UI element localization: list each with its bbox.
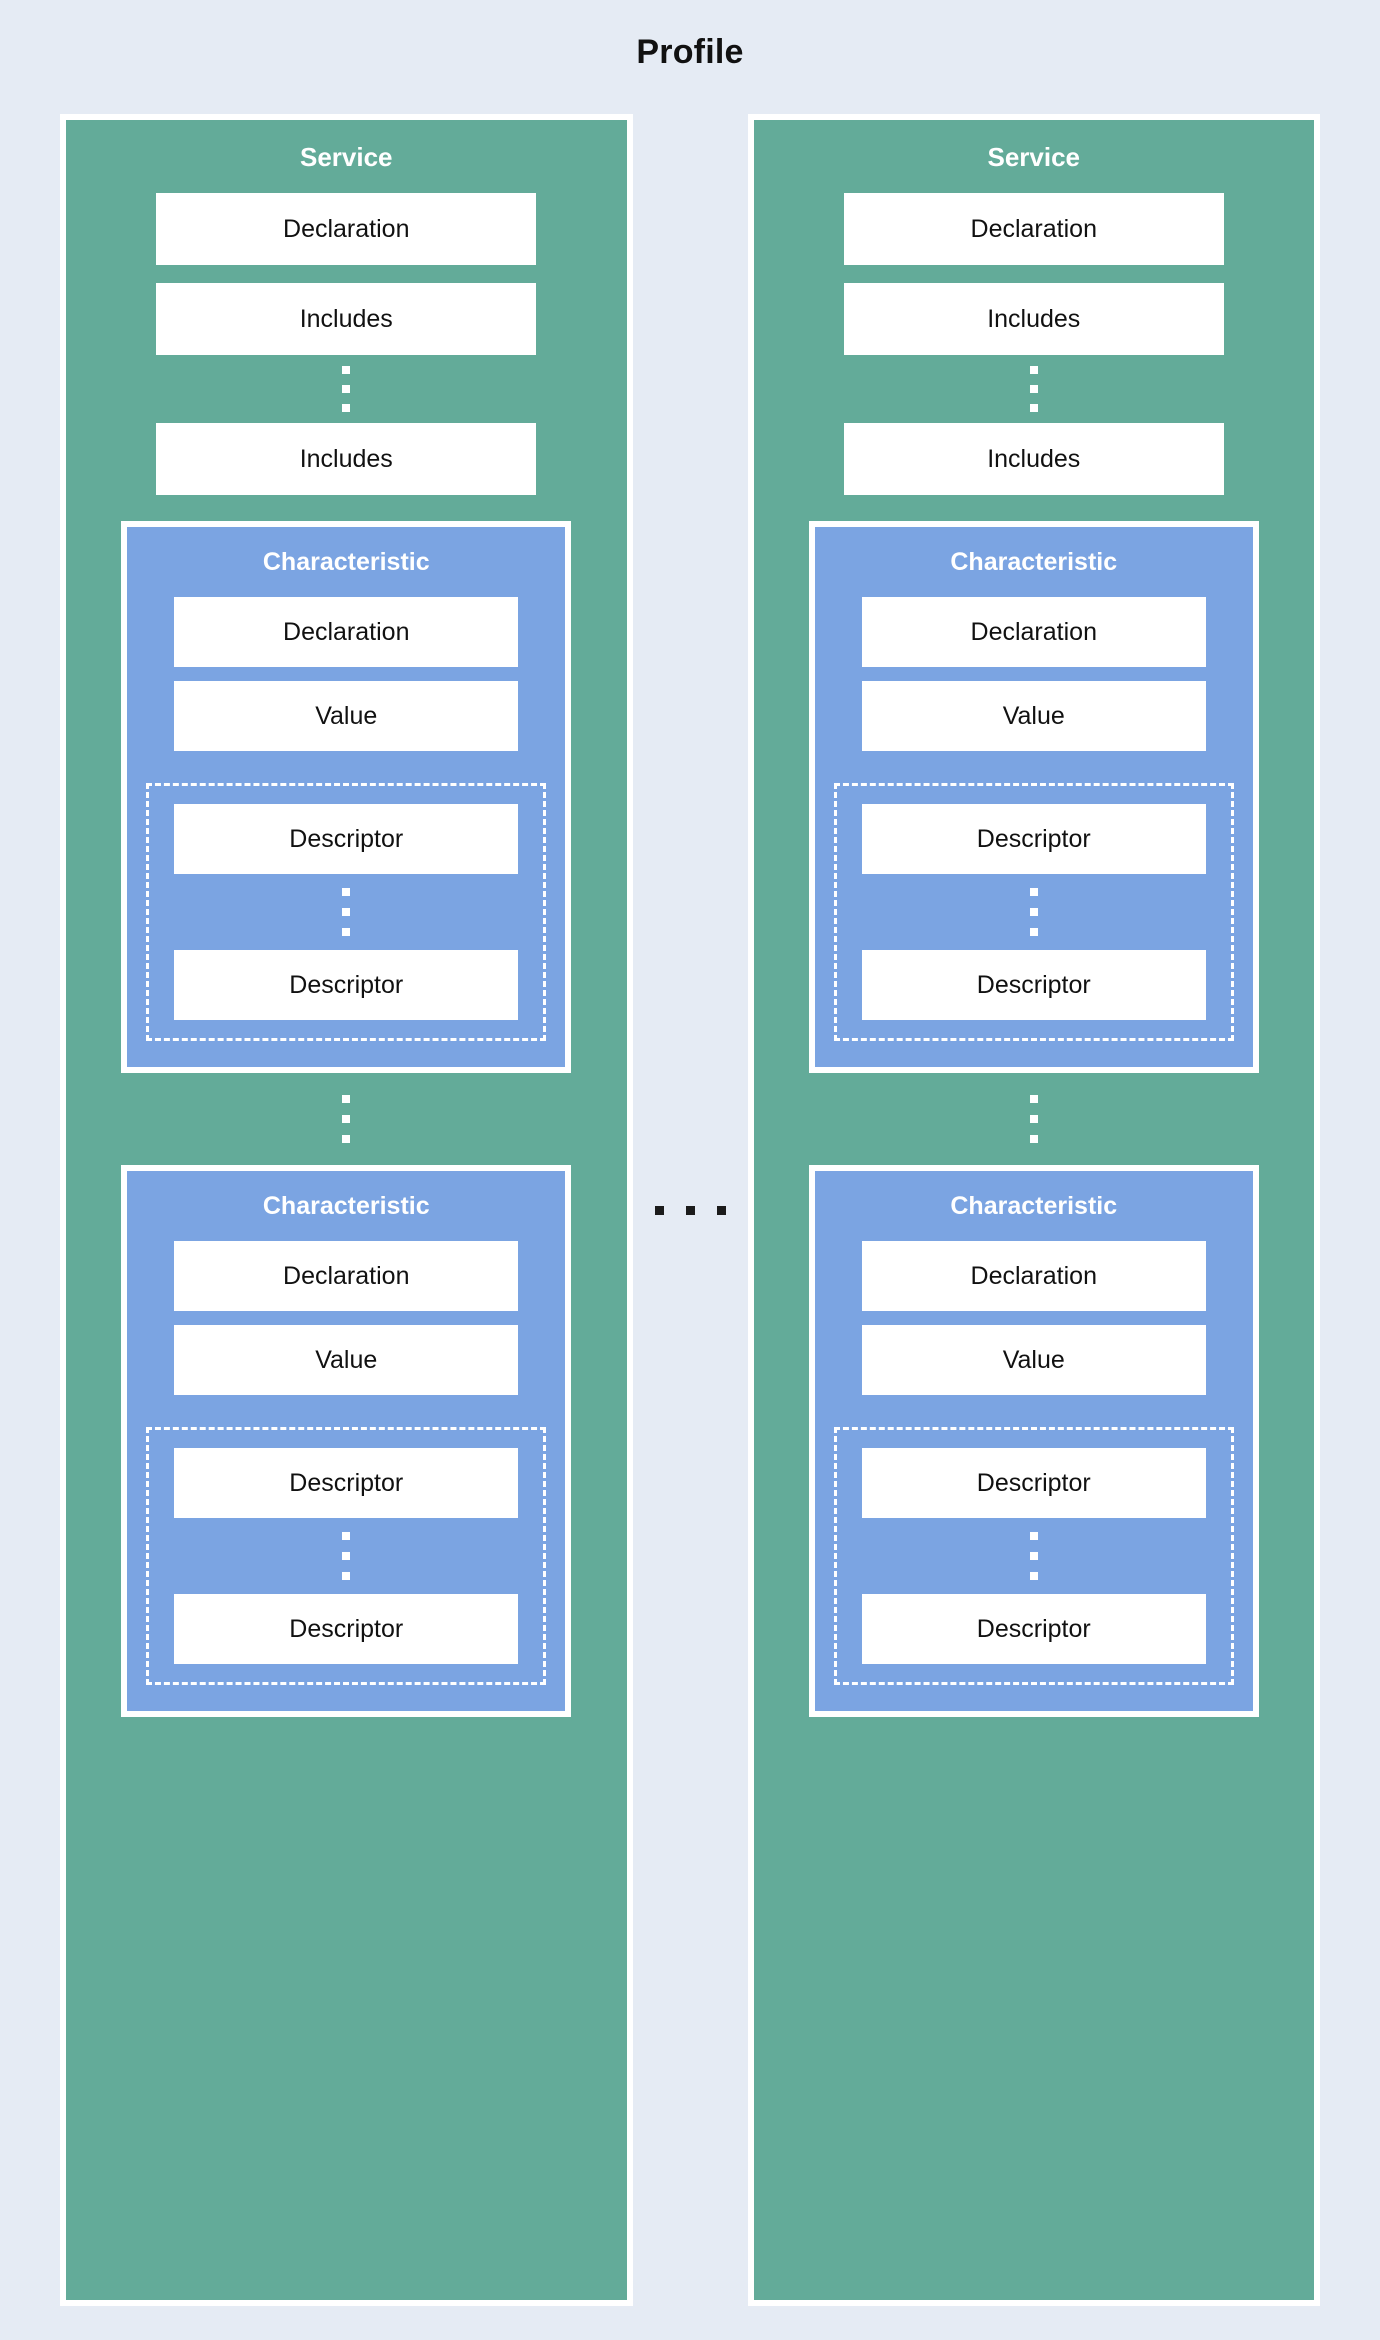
ellipsis-dot <box>1029 404 1038 413</box>
ellipsis-dot <box>342 928 351 937</box>
services-horizontal-ellipsis <box>654 1205 726 1215</box>
ellipsis-dot <box>1029 928 1038 937</box>
service-includes-row: Includes <box>843 283 1224 356</box>
service-includes-row-last: Includes <box>156 423 537 496</box>
ellipsis-dot <box>654 1205 664 1215</box>
ellipsis-dot <box>342 1095 351 1104</box>
descriptor-row: Descriptor <box>174 1448 519 1519</box>
descriptor-row: Descriptor <box>861 804 1206 875</box>
characteristic-declaration-row: Declaration <box>861 597 1206 668</box>
characteristic-block-2: Characteristic Declaration Value Descrip… <box>121 1165 572 1718</box>
service-includes-row-last: Includes <box>843 423 1224 496</box>
ellipsis-dot <box>342 1552 351 1561</box>
descriptor-ellipsis <box>342 1518 351 1594</box>
descriptor-row: Descriptor <box>861 1448 1206 1519</box>
characteristic-value-row: Value <box>861 681 1206 752</box>
ellipsis-dot <box>1029 908 1038 917</box>
characteristic-declaration-row: Declaration <box>861 1241 1206 1312</box>
characteristic-title: Characteristic <box>950 1192 1118 1221</box>
service-declaration-row: Declaration <box>156 193 537 266</box>
characteristic-block-1: Characteristic Declaration Value Descrip… <box>808 521 1259 1074</box>
ellipsis-dot <box>1029 1532 1038 1541</box>
characteristic-title: Characteristic <box>950 548 1118 577</box>
service-title: Service <box>299 142 393 172</box>
ellipsis-dot <box>342 1115 351 1124</box>
descriptor-row: Descriptor <box>174 804 519 875</box>
services-ellipsis-gap <box>633 114 748 2306</box>
descriptor-group: Descriptor Descriptor <box>146 1427 547 1686</box>
descriptor-row: Descriptor <box>861 950 1206 1021</box>
descriptor-row: Descriptor <box>174 1594 519 1665</box>
characteristic-value-row: Value <box>174 1325 519 1396</box>
left-margin-spacer <box>0 114 60 2306</box>
ellipsis-dot <box>1029 1135 1038 1144</box>
ellipsis-dot <box>716 1205 726 1215</box>
ellipsis-dot <box>1029 1552 1038 1561</box>
characteristic-title: Characteristic <box>262 1192 430 1221</box>
descriptor-ellipsis <box>342 874 351 950</box>
ellipsis-dot <box>342 888 351 897</box>
service-title: Service <box>987 142 1081 172</box>
ellipsis-dot <box>342 385 351 394</box>
descriptor-ellipsis <box>1029 874 1038 950</box>
service-includes-ellipsis <box>1029 355 1038 423</box>
descriptor-group: Descriptor Descriptor <box>833 1427 1234 1686</box>
descriptor-group: Descriptor Descriptor <box>146 783 547 1042</box>
descriptor-row: Descriptor <box>174 950 519 1021</box>
right-margin-spacer <box>1320 114 1380 2306</box>
services-row: Service Declaration Includes Includes Ch… <box>0 114 1380 2306</box>
ellipsis-dot <box>1029 1572 1038 1581</box>
service-includes-row: Includes <box>156 283 537 356</box>
service-block-2: Service Declaration Includes Includes Ch… <box>747 114 1320 2306</box>
characteristics-ellipsis <box>1029 1073 1038 1165</box>
ellipsis-dot <box>1029 888 1038 897</box>
descriptor-ellipsis <box>1029 1518 1038 1594</box>
characteristics-ellipsis <box>342 1073 351 1165</box>
service-block-1: Service Declaration Includes Includes Ch… <box>60 114 633 2306</box>
characteristic-block-1: Characteristic Declaration Value Descrip… <box>121 521 572 1074</box>
service-includes-ellipsis <box>342 355 351 423</box>
descriptor-row: Descriptor <box>861 1594 1206 1665</box>
ellipsis-dot <box>342 1572 351 1581</box>
ellipsis-dot <box>1029 1095 1038 1104</box>
descriptor-group: Descriptor Descriptor <box>833 783 1234 1042</box>
ellipsis-dot <box>342 908 351 917</box>
ellipsis-dot <box>342 1135 351 1144</box>
ellipsis-dot <box>1029 366 1038 375</box>
ellipsis-dot <box>685 1205 695 1215</box>
ellipsis-dot <box>1029 385 1038 394</box>
characteristic-block-2: Characteristic Declaration Value Descrip… <box>808 1165 1259 1718</box>
characteristic-value-row: Value <box>174 681 519 752</box>
characteristic-declaration-row: Declaration <box>174 597 519 668</box>
ellipsis-dot <box>342 1532 351 1541</box>
characteristic-value-row: Value <box>861 1325 1206 1396</box>
ellipsis-dot <box>342 404 351 413</box>
ellipsis-dot <box>1029 1115 1038 1124</box>
page-title: Profile <box>636 33 744 71</box>
ellipsis-dot <box>342 366 351 375</box>
service-declaration-row: Declaration <box>843 193 1224 266</box>
characteristic-title: Characteristic <box>262 548 430 577</box>
characteristic-declaration-row: Declaration <box>174 1241 519 1312</box>
